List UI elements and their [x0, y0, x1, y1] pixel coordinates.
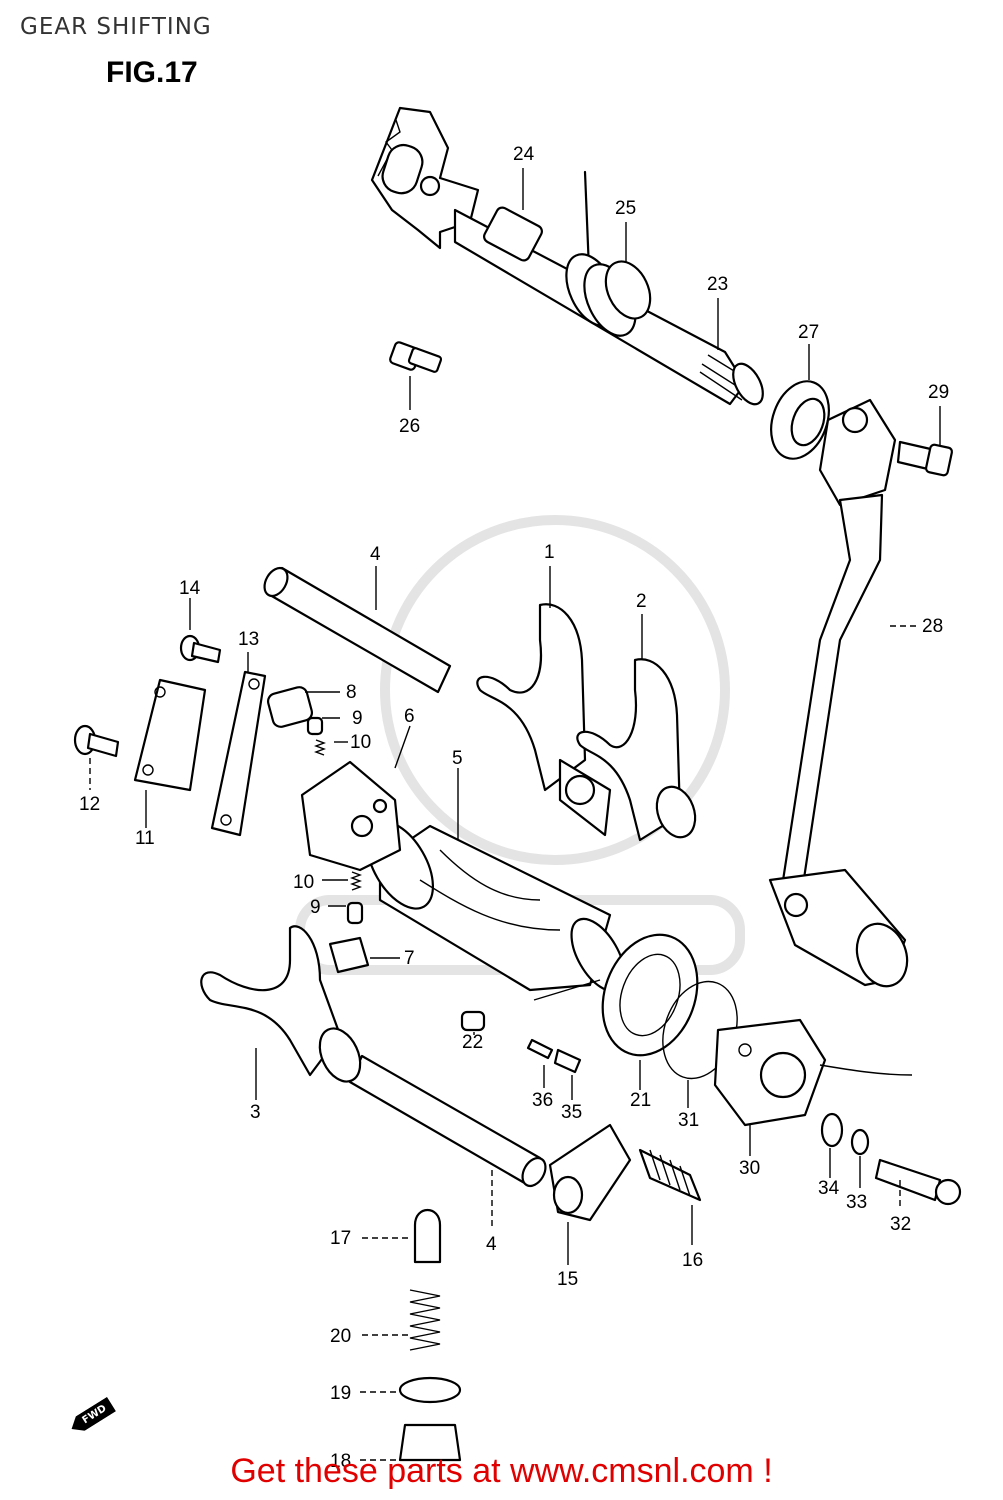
part-guide-plate	[133, 678, 207, 792]
part-stopper-plate	[210, 670, 267, 837]
callout-1: 1	[544, 542, 555, 563]
part-fork-shaft-upper	[263, 566, 452, 694]
callout-labels: 24 25 23 27 29 26 4 1 2 28 14 13 8 9 10 …	[79, 144, 949, 1472]
callout-13: 13	[238, 629, 259, 650]
part-plunger-17	[413, 1209, 442, 1264]
part-spring-10-upper	[314, 739, 326, 756]
part-pin-22	[460, 1010, 486, 1032]
callout-15: 15	[557, 1269, 578, 1290]
part-pawl-7	[328, 936, 370, 974]
figure-label: FIG.17	[106, 56, 198, 89]
page-title: GEAR SHIFTING	[20, 14, 212, 40]
callout-14: 14	[179, 578, 201, 599]
callout-35: 35	[561, 1102, 582, 1123]
callout-26: 26	[399, 416, 420, 437]
part-pin-9-upper	[306, 716, 324, 736]
part-washer-19	[398, 1376, 462, 1404]
part-spring-36	[526, 1038, 554, 1060]
callout-4-lower: 4	[486, 1234, 497, 1255]
part-return-spring	[565, 170, 652, 337]
part-shift-fork-2	[576, 658, 697, 842]
part-washer-33	[850, 1128, 870, 1156]
part-gearshift-lever	[768, 398, 909, 988]
footer-link[interactable]: Get these parts at www.cmsnl.com !	[230, 1452, 773, 1490]
callout-31: 31	[678, 1110, 699, 1131]
part-gasket-21	[601, 933, 699, 1057]
callout-29: 29	[928, 382, 949, 403]
part-neutral-switch-30	[713, 1018, 913, 1127]
callout-24: 24	[513, 144, 535, 165]
part-bolt-26	[389, 341, 443, 373]
callout-18: 18	[330, 1451, 351, 1472]
callout-4-upper: 4	[370, 544, 381, 565]
callout-20: 20	[330, 1326, 351, 1347]
callout-6: 6	[404, 706, 415, 727]
callout-33: 33	[846, 1192, 867, 1213]
callout-10-upper: 10	[350, 732, 371, 753]
callout-7: 7	[404, 948, 415, 969]
callout-3: 3	[250, 1102, 261, 1123]
leader-lines	[89, 168, 941, 1461]
callout-28: 28	[922, 616, 943, 637]
callout-27: 27	[798, 322, 819, 343]
callout-12: 12	[79, 794, 100, 815]
part-shift-arm	[548, 1123, 632, 1222]
part-screw-12	[73, 724, 120, 758]
part-bolt-32	[874, 1158, 962, 1206]
callout-30: 30	[739, 1158, 760, 1179]
callout-17: 17	[330, 1228, 351, 1249]
part-pin-35	[553, 1048, 582, 1074]
part-spring-16	[638, 1148, 702, 1202]
callout-25: 25	[615, 198, 636, 219]
callout-10-lower: 10	[293, 872, 314, 893]
callout-22: 22	[462, 1032, 483, 1053]
callout-5: 5	[452, 748, 463, 769]
part-bolt-29	[896, 440, 954, 477]
callout-23: 23	[707, 274, 728, 295]
callout-9-upper: 9	[352, 708, 363, 729]
callout-16: 16	[682, 1250, 703, 1271]
part-pawl-8	[266, 686, 314, 728]
part-fork-shaft-lower	[348, 1054, 547, 1188]
callout-34: 34	[818, 1178, 840, 1199]
part-screw-14	[179, 634, 222, 664]
callout-2: 2	[636, 591, 647, 612]
part-plug-18	[398, 1423, 462, 1462]
part-oil-seal	[770, 380, 830, 460]
part-cam-driven-gear	[300, 760, 402, 872]
callout-36: 36	[532, 1090, 553, 1111]
callout-11: 11	[135, 828, 155, 849]
callout-9-lower: 9	[310, 897, 321, 918]
part-shift-fork-3	[200, 925, 362, 1083]
callout-8: 8	[346, 682, 357, 703]
callout-21: 21	[630, 1090, 651, 1111]
part-spring-20	[409, 1289, 441, 1351]
callout-32: 32	[890, 1214, 911, 1235]
callout-19: 19	[330, 1383, 351, 1404]
part-washer-34	[820, 1112, 844, 1148]
part-spring-10-lower	[350, 871, 362, 891]
part-shift-fork-1	[476, 603, 612, 837]
part-pin-9-lower	[346, 901, 364, 925]
